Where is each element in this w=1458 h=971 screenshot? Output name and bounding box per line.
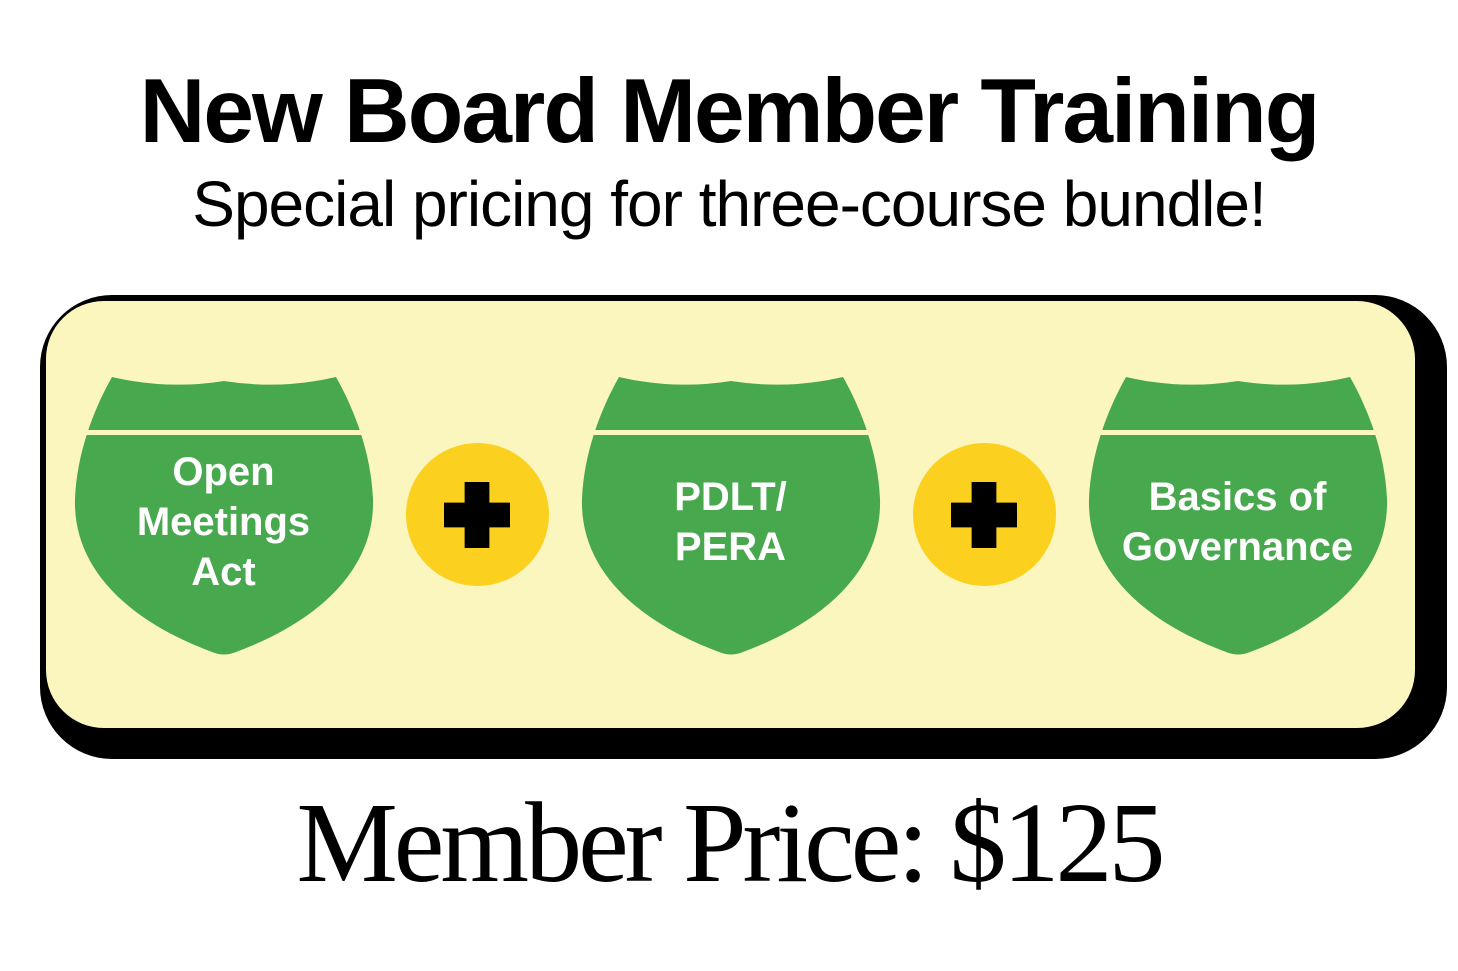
course-shield-basics-of-governance: Basics of Governance	[1085, 373, 1390, 657]
interstate-shield-icon	[71, 376, 376, 654]
plus-icon	[405, 443, 549, 586]
price-text: Member Price: $125	[296, 779, 1165, 906]
bundle-panel: Open Meetings Act PDLT/ PERA Basic	[46, 301, 1415, 728]
page-title: New Board Member Training	[139, 61, 1321, 162]
course-shield-pdlt-pera: PDLT/ PERA	[578, 373, 883, 657]
course-label: Open Meetings Act	[136, 450, 311, 594]
interstate-shield-icon	[578, 376, 883, 654]
interstate-shield-icon	[1085, 376, 1390, 654]
course-shield-open-meetings-act: Open Meetings Act	[71, 373, 376, 657]
plus-glyph	[444, 481, 510, 548]
page-subtitle: Special pricing for three-course bundle!	[192, 168, 1267, 240]
course-label: Basics of Governance	[1121, 475, 1354, 569]
course-label: PDLT/ PERA	[674, 475, 787, 569]
plus-glyph	[951, 481, 1017, 548]
plus-icon	[912, 443, 1056, 586]
